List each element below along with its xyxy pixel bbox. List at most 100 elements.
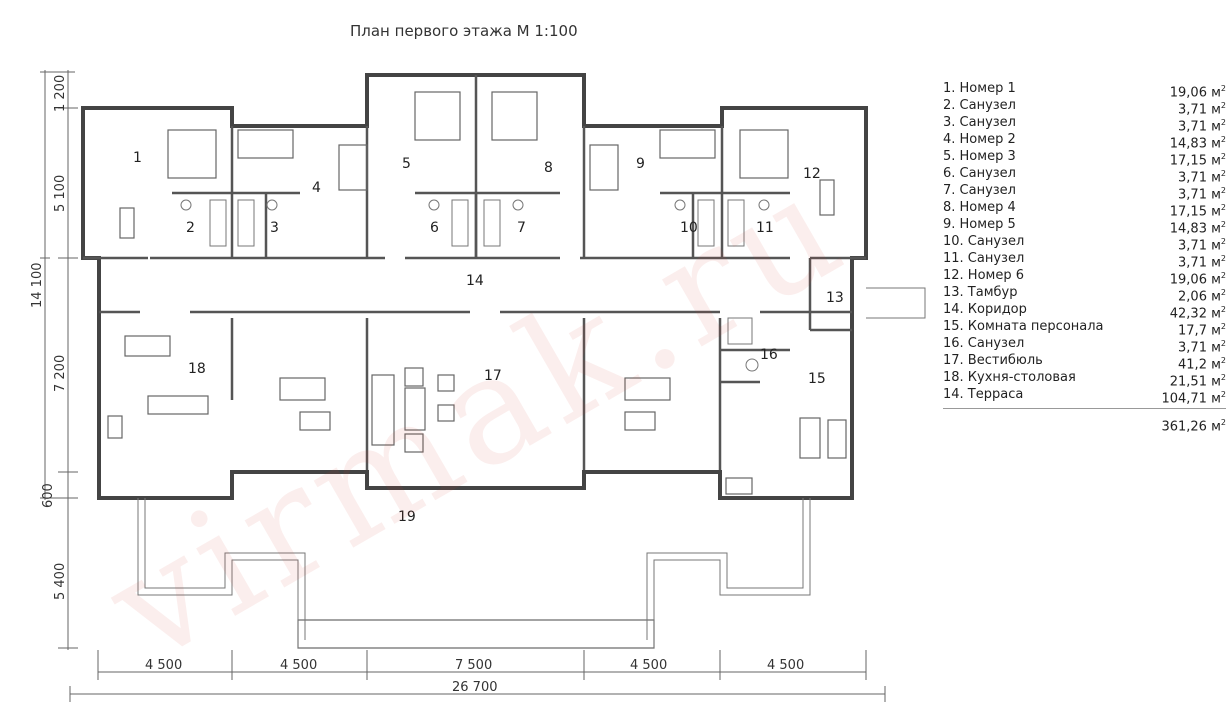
legend-row: 6. Санузел 3,71 м2: [943, 165, 1226, 186]
dim-left: 1 200: [53, 75, 68, 112]
legend-area: 19,06 м2: [1169, 271, 1226, 288]
terrace-railings: [137, 287, 926, 648]
room-number: 7: [517, 220, 526, 236]
dim-bottom: 4 500: [145, 658, 182, 673]
legend-label: 2. Санузел: [943, 98, 1016, 113]
legend-row: 14. Терраса 104,71 м2: [943, 386, 1226, 407]
legend-area: 41,2 м2: [1178, 356, 1226, 373]
room-labels: 1 2 3 4 5 6 7 8 9 10 11 12 13 14 15 16 1…: [133, 150, 844, 525]
room-number: 10: [680, 220, 698, 236]
room-number: 17: [484, 368, 502, 384]
legend-row: 5. Номер 3 17,15 м2: [943, 148, 1226, 169]
dim-left: 14 100: [30, 263, 45, 309]
legend-area: 17,15 м2: [1169, 152, 1226, 169]
legend-label: 17. Вестибюль: [943, 353, 1043, 368]
legend-label: 16. Санузел: [943, 336, 1025, 351]
dim-bottom: 4 500: [630, 658, 667, 673]
legend-label: 7. Санузел: [943, 183, 1016, 198]
room-number: 8: [544, 160, 553, 176]
room-number: 2: [186, 220, 195, 236]
legend-row: 17. Вестибюль 41,2 м2: [943, 352, 1226, 373]
legend-label: 11. Санузел: [943, 251, 1025, 266]
legend-row: 2. Санузел 3,71 м2: [943, 97, 1226, 118]
legend-row: 9. Номер 5 14,83 м2: [943, 216, 1226, 237]
legend-label: 13. Тамбур: [943, 285, 1018, 300]
exterior-walls: [81, 73, 868, 500]
legend-row: 15. Комната персонала 17,7 м2: [943, 318, 1226, 339]
legend-label: 10. Санузел: [943, 234, 1025, 249]
room-number: 6: [430, 220, 439, 236]
legend-label: 4. Номер 2: [943, 132, 1016, 147]
legend-area: 3,71 м2: [1178, 101, 1226, 118]
legend-label: 9. Номер 5: [943, 217, 1016, 232]
main-outline: [81, 73, 868, 500]
dimension-labels: 4 500 4 500 7 500 4 500 4 500 26 700 1 2…: [30, 75, 804, 695]
legend-row: 3. Санузел 3,71 м2: [943, 114, 1226, 135]
dim-bottom: 4 500: [767, 658, 804, 673]
legend-label: 1. Номер 1: [943, 81, 1016, 96]
legend-label: 5. Номер 3: [943, 149, 1016, 164]
dim-overall: 26 700: [452, 680, 498, 695]
legend-label: 15. Комната персонала: [943, 319, 1104, 334]
dim-left: 5 400: [53, 563, 68, 600]
room-number: 12: [803, 166, 821, 182]
legend-area: 3,71 м2: [1178, 254, 1226, 271]
legend-row: 16. Санузел 3,71 м2: [943, 335, 1226, 356]
legend-area: 17,15 м2: [1169, 203, 1226, 220]
room-number: 4: [312, 180, 321, 196]
legend-total: 361,26 м2: [1161, 418, 1226, 435]
room-number: 1: [133, 150, 142, 166]
legend-row: 14. Коридор 42,32 м2: [943, 301, 1226, 322]
room-number: 3: [270, 220, 279, 236]
interior-walls: [83, 75, 866, 470]
dim-bottom: 4 500: [280, 658, 317, 673]
bathroom-fixtures: [180, 199, 770, 372]
legend-area: 3,71 м2: [1178, 237, 1226, 254]
room-number: 13: [826, 290, 844, 306]
legend-area: 3,71 м2: [1178, 118, 1226, 135]
room-number: 16: [760, 347, 778, 363]
legend-label: 6. Санузел: [943, 166, 1016, 181]
legend-label: 18. Кухня-столовая: [943, 370, 1076, 385]
plan-title: План первого этажа М 1:100: [350, 22, 578, 40]
dim-bottom: 7 500: [455, 658, 492, 673]
legend-row: 7. Санузел 3,71 м2: [943, 182, 1226, 203]
room-number: 19: [398, 509, 416, 525]
legend-row: 10. Санузел 3,71 м2: [943, 233, 1226, 254]
legend-row: 13. Тамбур 2,06 м2: [943, 284, 1226, 305]
legend-area: 104,71 м2: [1161, 390, 1226, 407]
legend-area: 21,51 м2: [1169, 373, 1226, 390]
legend-row: 1. Номер 1 19,06 м2: [943, 80, 1226, 101]
dim-left: 600: [41, 483, 56, 508]
legend-label: 12. Номер 6: [943, 268, 1024, 283]
legend-area: 3,71 м2: [1178, 339, 1226, 356]
dim-left: 5 100: [53, 175, 68, 212]
legend-row: 8. Номер 4 17,15 м2: [943, 199, 1226, 220]
legend-area: 42,32 м2: [1169, 305, 1226, 322]
room-number: 14: [466, 273, 484, 289]
legend-label: 8. Номер 4: [943, 200, 1016, 215]
room-number: 9: [636, 156, 645, 172]
legend-area: 14,83 м2: [1169, 220, 1226, 237]
dim-left: 7 200: [53, 355, 68, 392]
legend-label: 14. Коридор: [943, 302, 1027, 317]
legend-label: 14. Терраса: [943, 387, 1024, 402]
room-number: 11: [756, 220, 774, 236]
legend-area: 19,06 м2: [1169, 84, 1226, 101]
legend-divider: [943, 408, 1226, 409]
legend-area: 2,06 м2: [1178, 288, 1226, 305]
room-number: 18: [188, 361, 206, 377]
legend-area: 3,71 м2: [1178, 169, 1226, 186]
beds: [167, 91, 789, 191]
legend-row: 4. Номер 2 14,83 м2: [943, 131, 1226, 152]
room-number: 5: [402, 156, 411, 172]
room-number: 15: [808, 371, 826, 387]
legend-row: 11. Санузел 3,71 м2: [943, 250, 1226, 271]
legend-row: 12. Номер 6 19,06 м2: [943, 267, 1226, 288]
legend-area: 14,83 м2: [1169, 135, 1226, 152]
legend-area: 17,7 м2: [1178, 322, 1226, 339]
legend-area: 3,71 м2: [1178, 186, 1226, 203]
legend-label: 3. Санузел: [943, 115, 1016, 130]
